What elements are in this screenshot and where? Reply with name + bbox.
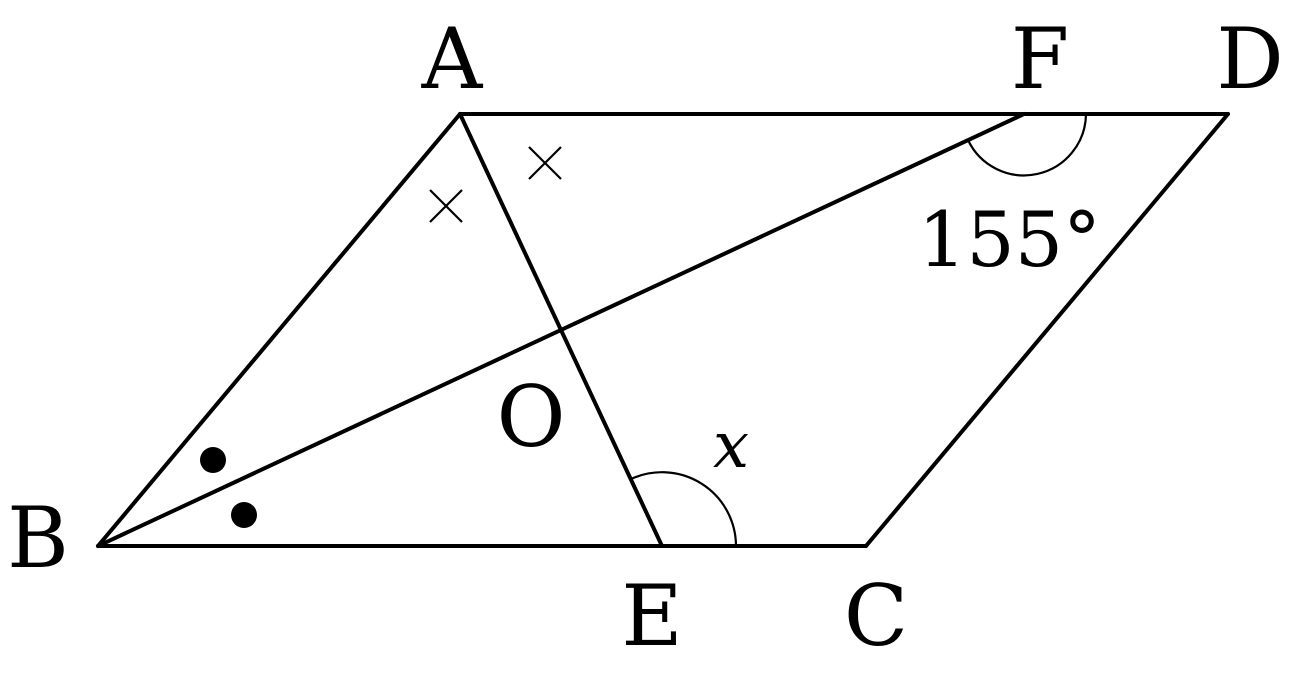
label-a: A [421,10,484,108]
cross-mark-bae [429,189,463,223]
dot-mark-abf [200,447,226,473]
angle-label-afb: 155° [918,195,1101,284]
angle-arc-aec [630,471,738,547]
label-o: O [497,368,566,466]
label-d: D [1216,10,1283,108]
label-b: B [7,489,69,587]
cross-mark-ead [528,146,562,180]
dot-mark-fbc [231,502,257,528]
angle-label-aec: x [713,409,749,483]
label-e: E [621,567,682,665]
side-ab [96,112,462,548]
label-f: F [1011,10,1069,108]
angle-arc-afb [967,113,1088,177]
label-c: C [844,567,908,665]
side-dc [864,112,1230,548]
segment-ae [458,112,664,548]
